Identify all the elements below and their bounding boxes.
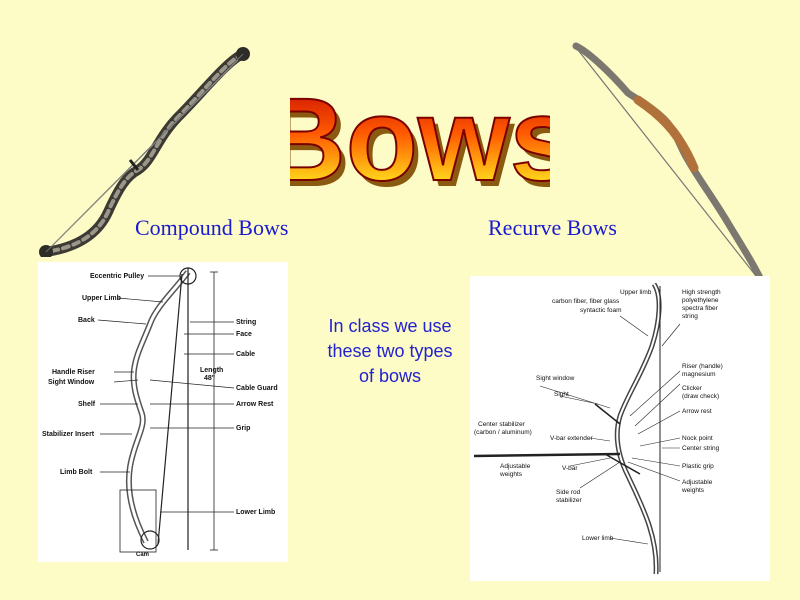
label-handle-riser: Handle Riser [52, 369, 95, 376]
label-side-rod-2: stabilizer [556, 497, 582, 504]
label-upper-limb-material-2: syntactic foam [580, 307, 622, 314]
label-side-rod-1: Side rod [556, 489, 581, 496]
label-arrow-rest: Arrow rest [682, 408, 712, 415]
label-adjustable-weights-right-2: weights [681, 487, 705, 494]
label-sight: Sight [554, 391, 569, 398]
label-cable: Cable [236, 351, 255, 358]
label-upper-limb: Upper Limb [82, 295, 121, 302]
label-center-stabilizer-2: (carbon / aluminum) [474, 429, 532, 436]
label-high-strength-3: spectra fiber [682, 305, 719, 312]
page-title: Bows Bows [290, 73, 550, 200]
title-shadow: Bows [290, 80, 550, 200]
label-cam: Cam [136, 552, 149, 558]
label-plastic-grip: Plastic grip [682, 463, 714, 470]
label-limb-bolt: Limb Bolt [60, 469, 93, 476]
label-sight-window: Sight window [536, 375, 575, 382]
label-v-bar-extender: V-bar extender [550, 435, 593, 442]
label-grip: Grip [236, 425, 250, 432]
label-lower-limb: Lower limb [582, 535, 614, 542]
label-face: Face [236, 331, 252, 338]
label-length-value: 48" [204, 375, 215, 382]
label-stabilizer-insert: Stabilizer Insert [42, 431, 95, 438]
recurve-bow-diagram: Upper limb carbon fiber, fiber glass syn… [470, 276, 770, 581]
label-back: Back [78, 317, 95, 324]
class-note: In class we use these two types of bows [327, 316, 453, 386]
label-arrow-rest: Arrow Rest [236, 401, 274, 408]
label-center-string: Center string [682, 445, 720, 452]
label-eccentric-pulley: Eccentric Pulley [90, 273, 144, 280]
title-text: Bows [290, 74, 550, 200]
label-nock-point: Nock point [682, 435, 713, 442]
label-adjustable-weights-left-1: Adjustable [500, 463, 531, 470]
recurve-bows-heading: Recurve Bows [488, 215, 617, 240]
label-clicker-2: (draw check) [682, 393, 719, 400]
label-adjustable-weights-left-2: weights [499, 471, 523, 478]
label-high-strength-2: polyethylene [682, 297, 719, 304]
compound-bows-heading: Compound Bows [135, 215, 289, 240]
recurve-bow-photo [572, 42, 764, 282]
label-clicker-1: Clicker [682, 385, 703, 392]
label-upper-limb-material-1: carbon fiber, fiber glass [552, 298, 620, 305]
label-upper-limb: Upper limb [620, 289, 652, 296]
label-cable-guard: Cable Guard [236, 385, 278, 392]
label-lower-limb: Lower Limb [236, 509, 275, 516]
compound-bow-photo [39, 47, 250, 257]
label-sight-window: Sight Window [48, 379, 95, 386]
label-riser-2: magnesium [682, 371, 716, 378]
label-riser-1: Riser (handle) [682, 363, 723, 370]
label-high-strength-4: string [682, 313, 698, 320]
label-v-bar: V-bar [562, 465, 578, 472]
compound-bow-diagram: Eccentric Pulley Upper Limb Back Handle … [38, 262, 288, 562]
label-high-strength-1: High strength [682, 289, 721, 296]
label-string: String [236, 319, 256, 326]
label-shelf: Shelf [78, 401, 96, 408]
label-length: Length [200, 367, 223, 374]
label-center-stabilizer-1: Center stabilizer [478, 421, 526, 428]
label-adjustable-weights-right-1: Adjustable [682, 479, 713, 486]
